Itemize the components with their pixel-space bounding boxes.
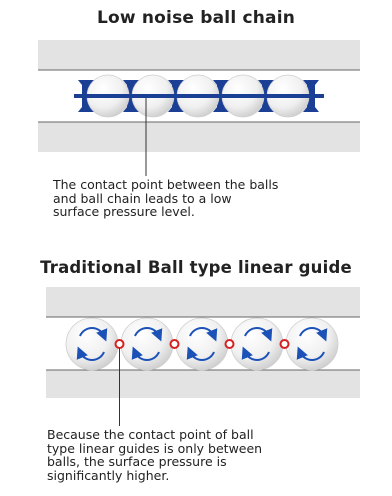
lower-rail (38, 122, 360, 152)
guide-balls (65, 317, 339, 371)
ball (230, 317, 284, 371)
ball-chain-caption: The contact point between the balls and … (53, 178, 363, 219)
lower-rail (46, 370, 360, 398)
caption-line: type linear guides is only between (47, 440, 263, 456)
upper-rail (38, 40, 360, 70)
traditional-guide-caption: Because the contact point of ball type l… (47, 428, 367, 482)
ball (175, 317, 229, 371)
rotation-arrow-icon (189, 327, 218, 342)
caption-line: Because the contact point of ball (47, 427, 254, 442)
contact-point (114, 339, 125, 349)
caption-line: and ball chain leads to a low (53, 190, 232, 206)
caption-line: The contact point between the balls (53, 177, 279, 192)
section-title-ball-chain: Low noise ball chain (96, 8, 296, 28)
rotation-arrow-icon (134, 327, 163, 342)
contact-point (169, 339, 180, 349)
rotation-arrow-icon (296, 346, 325, 361)
ball (285, 317, 339, 371)
rotation-arrow-icon (186, 346, 215, 361)
contact-point (224, 339, 235, 349)
rotation-arrow-icon (244, 327, 273, 342)
ball (65, 317, 119, 371)
rotation-arrow-icon (131, 346, 160, 361)
contact-point (279, 339, 290, 349)
traditional-guide-diagram (46, 287, 360, 426)
rotation-arrow-icon (79, 327, 108, 342)
caption-line: surface pressure level. (53, 204, 195, 219)
rotation-arrow-icon (76, 346, 105, 361)
rotation-arrows (76, 327, 328, 361)
ball (120, 317, 174, 371)
caption-line: balls, the surface pressure is (47, 454, 227, 469)
contact-points (114, 339, 290, 349)
upper-rail (46, 287, 360, 317)
ball-chain-diagram (38, 40, 360, 176)
caption-line: significantly higher. (47, 467, 170, 483)
section-title-traditional-guide: Traditional Ball type linear guide (40, 258, 352, 277)
rotation-arrow-icon (299, 327, 328, 342)
rotation-arrow-icon (241, 346, 270, 361)
chain-band (74, 94, 324, 98)
